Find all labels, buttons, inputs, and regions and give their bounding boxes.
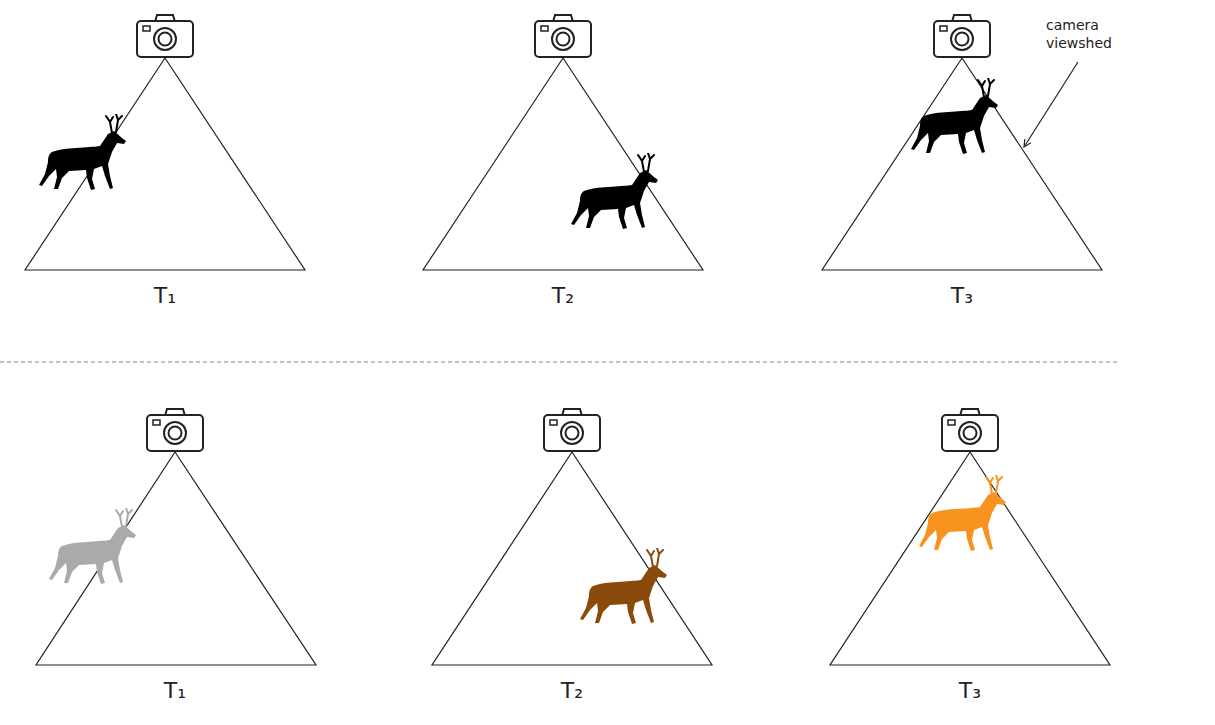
frame-label: T₂: [552, 283, 574, 309]
frame-label: T₃: [951, 283, 973, 309]
frame-label: T₃: [959, 678, 981, 704]
callout-label: camera viewshed: [1046, 16, 1124, 52]
camera-icon: [137, 15, 998, 451]
deer-silhouette: [39, 78, 1006, 624]
frame-label: T₁: [154, 283, 176, 309]
divider-line: [0, 361, 1120, 362]
frame-label: T₂: [561, 678, 583, 704]
leader-arrow: [1024, 62, 1078, 147]
frame-label: T₁: [164, 678, 186, 704]
